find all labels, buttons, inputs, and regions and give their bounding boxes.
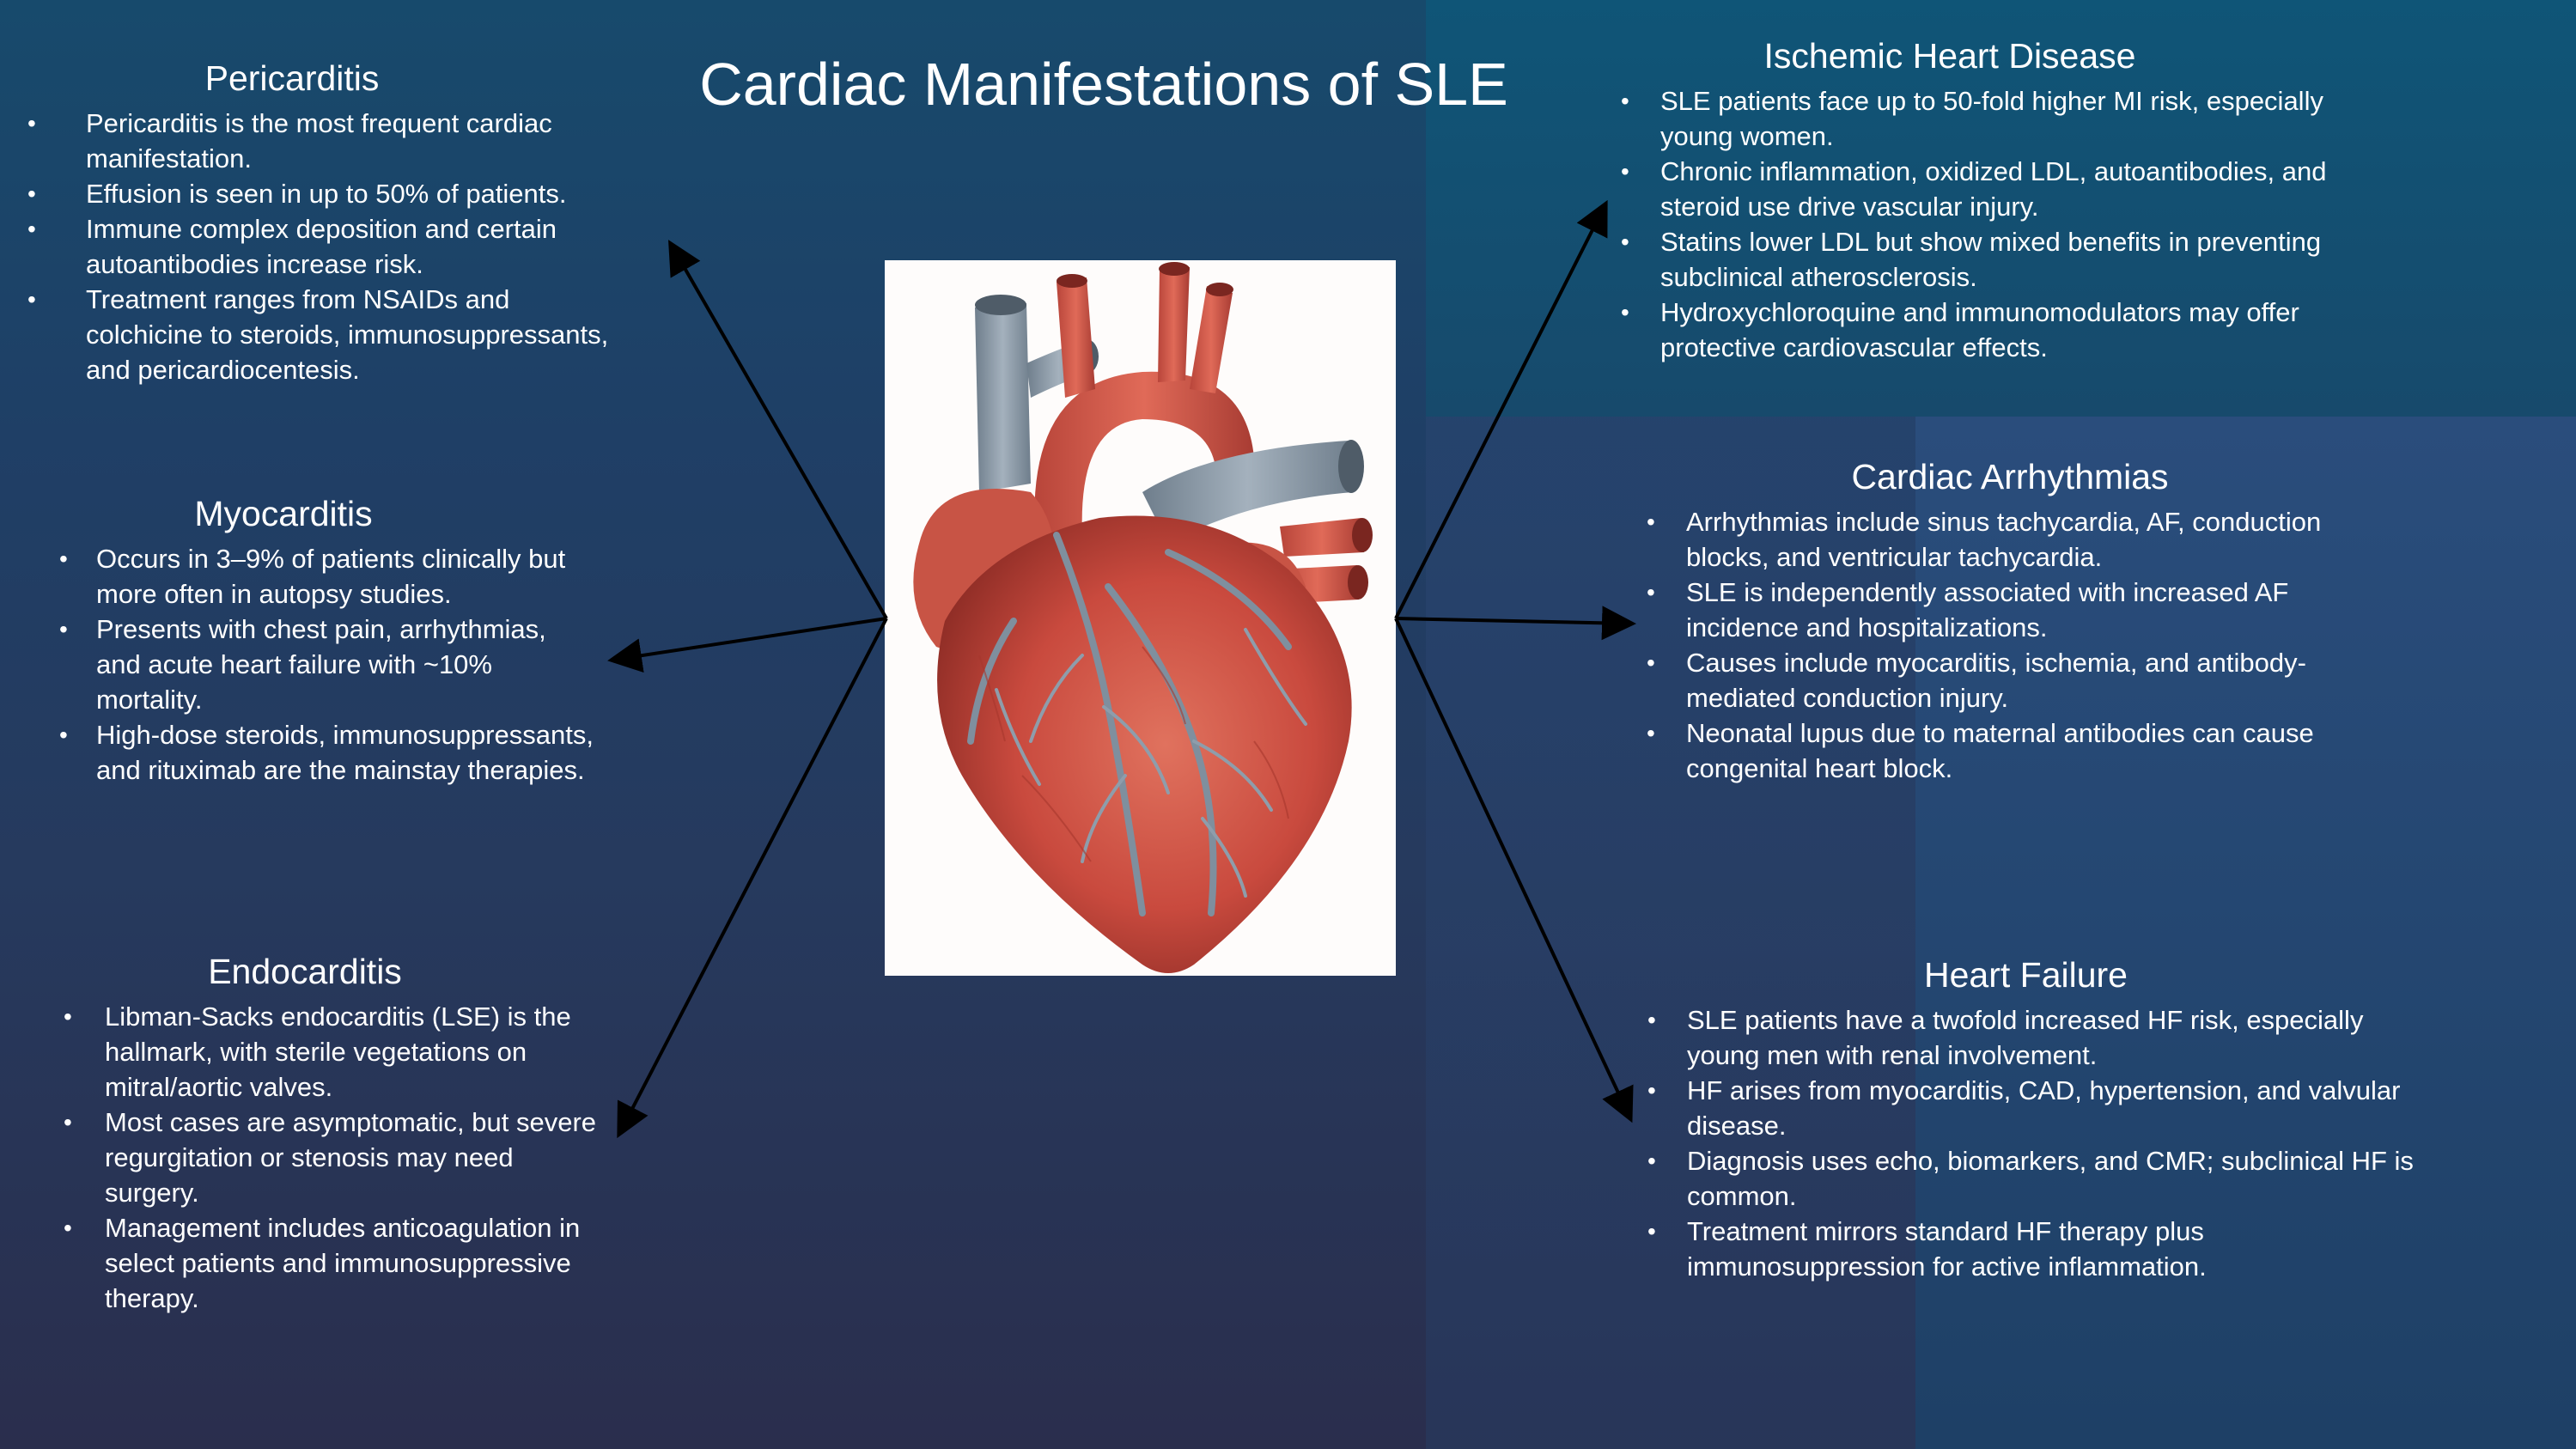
ischemic-list: SLE patients face up to 50-fold higher M… [1619, 83, 2358, 365]
heart-image [885, 260, 1396, 976]
myocarditis-list: Occurs in 3–9% of patients clinically bu… [58, 541, 597, 788]
list-item: Effusion is seen in up to 50% of patient… [26, 176, 627, 211]
list-item: Arrhythmias include sinus tachycardia, A… [1645, 504, 2401, 575]
arrow-to-ischemic [1394, 199, 1608, 619]
myocarditis-heading: Myocarditis [194, 494, 373, 533]
heart-failure-list: SLE patients have a twofold increased HF… [1646, 1002, 2419, 1284]
ischemic-section: Ischemic Heart Disease SLE patients face… [1619, 36, 2358, 365]
endocarditis-list: Libman-Sacks endocarditis (LSE) is the h… [62, 999, 610, 1316]
list-item: Neonatal lupus due to maternal antibodie… [1645, 715, 2401, 786]
list-item: Causes include myocarditis, ischemia, an… [1645, 645, 2401, 715]
endocarditis-heading: Endocarditis [208, 952, 402, 991]
list-item: Immune complex deposition and certain au… [26, 211, 627, 282]
list-item: Diagnosis uses echo, biomarkers, and CMR… [1646, 1143, 2419, 1214]
arrhythmias-section: Cardiac Arrhythmias Arrhythmias include … [1645, 457, 2401, 786]
arrow-to-heart-failure [1394, 618, 1634, 1123]
list-item: Hydroxychloroquine and immunomodulators … [1619, 295, 2358, 365]
anatomical-heart-icon [913, 262, 1373, 973]
list-item: Management includes anticoagulation in s… [62, 1210, 610, 1316]
list-item: Chronic inflammation, oxidized LDL, auto… [1619, 154, 2358, 224]
list-item: SLE patients face up to 50-fold higher M… [1619, 83, 2358, 154]
list-item: Statins lower LDL but show mixed benefit… [1619, 224, 2358, 295]
list-item: SLE is independently associated with inc… [1645, 575, 2401, 645]
heart-failure-heading: Heart Failure [1924, 955, 2128, 995]
list-item: Treatment mirrors standard HF therapy pl… [1646, 1214, 2419, 1284]
list-item: Presents with chest pain, arrhythmias, a… [58, 612, 597, 717]
list-item: SLE patients have a twofold increased HF… [1646, 1002, 2419, 1073]
arrow-to-myocarditis [607, 617, 887, 673]
pericarditis-section: Pericarditis Pericarditis is the most fr… [26, 58, 627, 387]
page-title: Cardiac Manifestations of SLE [699, 51, 1508, 118]
heart-failure-section: Heart Failure SLE patients have a twofol… [1646, 955, 2419, 1284]
list-item: Most cases are asymptomatic, but severe … [62, 1105, 610, 1210]
list-item: HF arises from myocarditis, CAD, hyperte… [1646, 1073, 2419, 1143]
ischemic-heading: Ischemic Heart Disease [1763, 36, 2136, 76]
arrow-to-endocarditis [617, 618, 888, 1139]
arrhythmias-list: Arrhythmias include sinus tachycardia, A… [1645, 504, 2401, 786]
list-item: Libman-Sacks endocarditis (LSE) is the h… [62, 999, 610, 1105]
list-item: Occurs in 3–9% of patients clinically bu… [58, 541, 597, 612]
list-item: Pericarditis is the most frequent cardia… [26, 106, 627, 176]
arrhythmias-heading: Cardiac Arrhythmias [1851, 457, 2169, 496]
list-item: Treatment ranges from NSAIDs and colchic… [26, 282, 627, 387]
arrow-to-pericarditis [668, 240, 888, 619]
arrow-to-arrhythmias [1395, 606, 1636, 641]
pericarditis-heading: Pericarditis [204, 58, 380, 98]
myocarditis-section: Myocarditis Occurs in 3–9% of patients c… [39, 494, 597, 788]
list-item: High-dose steroids, immunosuppressants, … [58, 717, 597, 788]
endocarditis-section: Endocarditis Libman-Sacks endocarditis (… [43, 952, 610, 1316]
pericarditis-list: Pericarditis is the most frequent cardia… [26, 106, 627, 387]
